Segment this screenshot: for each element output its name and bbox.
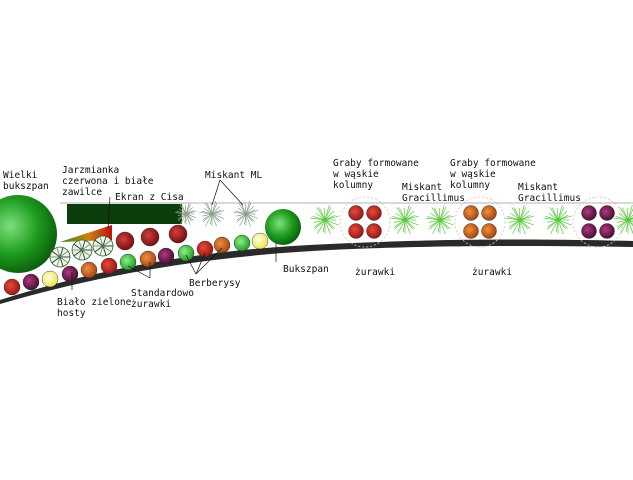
- miscanthus-gracillimus-shape: [505, 205, 535, 235]
- label-zurawki-2: żurawki: [472, 267, 512, 278]
- orange-heuchera-shape: [481, 223, 497, 239]
- purple-heuchera-shape: [157, 247, 175, 265]
- label-line: Miskant: [518, 182, 558, 193]
- label-line: bukszpan: [3, 181, 49, 192]
- label-line: Miskant: [402, 182, 442, 193]
- label-line: hosty: [57, 308, 86, 319]
- label-miskant-ml: Miskant ML: [205, 170, 262, 181]
- red-heuchera-shape: [3, 278, 21, 296]
- yew-screen-shape: [67, 204, 182, 224]
- label-line: Bukszpan: [283, 264, 329, 275]
- label-line: Berberysy: [189, 278, 241, 289]
- leader-lines: [71, 179, 277, 290]
- red-heuchera-shape: [196, 240, 214, 258]
- purple-heuchera-shape: [22, 273, 40, 291]
- maroon-barberry-shape: [140, 227, 160, 247]
- red-heuchera-shape: [348, 205, 364, 221]
- label-line: Gracillimus: [402, 193, 465, 204]
- label-berberysy: Berberysy: [189, 278, 241, 289]
- orange-heuchera-shape: [463, 205, 479, 221]
- maroon-barberry-shape: [115, 231, 135, 251]
- label-line: kolumny: [450, 180, 490, 191]
- miscanthus-ml-shape: [199, 200, 225, 227]
- label-line: w wąskie: [333, 169, 379, 180]
- red-heuchera-shape: [366, 205, 382, 221]
- hornbeam-column-outline: [454, 196, 506, 248]
- label-line: kolumny: [333, 180, 373, 191]
- purple-heuchera-shape: [581, 205, 597, 221]
- label-line: czerwona i białe: [62, 176, 154, 187]
- boxwood-shape: [265, 209, 301, 245]
- label-line: żurawki: [472, 267, 512, 278]
- miscanthus-gracillimus-shape: [310, 205, 340, 235]
- label-line: Graby formowane: [333, 158, 419, 169]
- orange-heuchera-shape: [80, 261, 98, 279]
- garden-edge-path: [0, 239, 633, 304]
- green-heuchera-shape: [177, 244, 195, 262]
- green-heuchera-shape: [119, 253, 137, 271]
- label-line: Gracillimus: [518, 193, 581, 204]
- label-line: żurawki: [131, 299, 171, 310]
- yellow-heuchera-shape: [41, 270, 59, 288]
- miscanthus-ml-shape: [233, 200, 259, 227]
- hosta-shape: [92, 235, 114, 257]
- hosta-shape: [49, 246, 71, 268]
- label-line: Ekran z Cisa: [115, 192, 184, 203]
- label-bukszpan: Bukszpan: [283, 264, 329, 275]
- miscanthus-gracillimus-shape: [613, 205, 633, 235]
- miscanthus-gracillimus-shape: [543, 205, 573, 235]
- green-heuchera-shape: [233, 234, 251, 252]
- red-heuchera-shape: [366, 223, 382, 239]
- miscanthus-gracillimus-shape: [425, 205, 455, 235]
- purple-heuchera-shape: [599, 205, 615, 221]
- label-line: Miskant ML: [205, 170, 262, 181]
- orange-heuchera-shape: [481, 205, 497, 221]
- label-line: Graby formowane: [450, 158, 536, 169]
- miscanthus-ml-shape: [175, 202, 197, 225]
- label-line: Standardowo: [131, 288, 194, 299]
- orange-heuchera-shape: [139, 250, 157, 268]
- miscanthus-gracillimus-shape: [390, 205, 420, 235]
- label-line: Jarzmianka: [62, 165, 119, 176]
- label-line: Wielki: [3, 170, 38, 181]
- purple-heuchera-shape: [599, 223, 615, 239]
- hosta-shape: [71, 239, 93, 261]
- hornbeam-column-outline: [339, 196, 391, 248]
- label-zurawki-1: żurawki: [355, 267, 395, 278]
- label-line: w wąskie: [450, 169, 496, 180]
- orange-heuchera-shape: [213, 236, 231, 254]
- orange-heuchera-shape: [463, 223, 479, 239]
- yellow-heuchera-shape: [251, 232, 269, 250]
- purple-heuchera-shape: [61, 265, 79, 283]
- label-line: Biało zielone: [57, 297, 132, 308]
- hornbeam-column-outline: [572, 196, 624, 248]
- red-heuchera-shape: [348, 223, 364, 239]
- large-boxwood-shape: [0, 195, 57, 273]
- purple-heuchera-shape: [581, 223, 597, 239]
- label-ekran: Ekran z Cisa: [115, 192, 184, 203]
- red-heuchera-shape: [100, 257, 118, 275]
- label-line: żurawki: [355, 267, 395, 278]
- label-line: zawilce: [62, 187, 102, 198]
- maroon-barberry-shape: [168, 224, 188, 244]
